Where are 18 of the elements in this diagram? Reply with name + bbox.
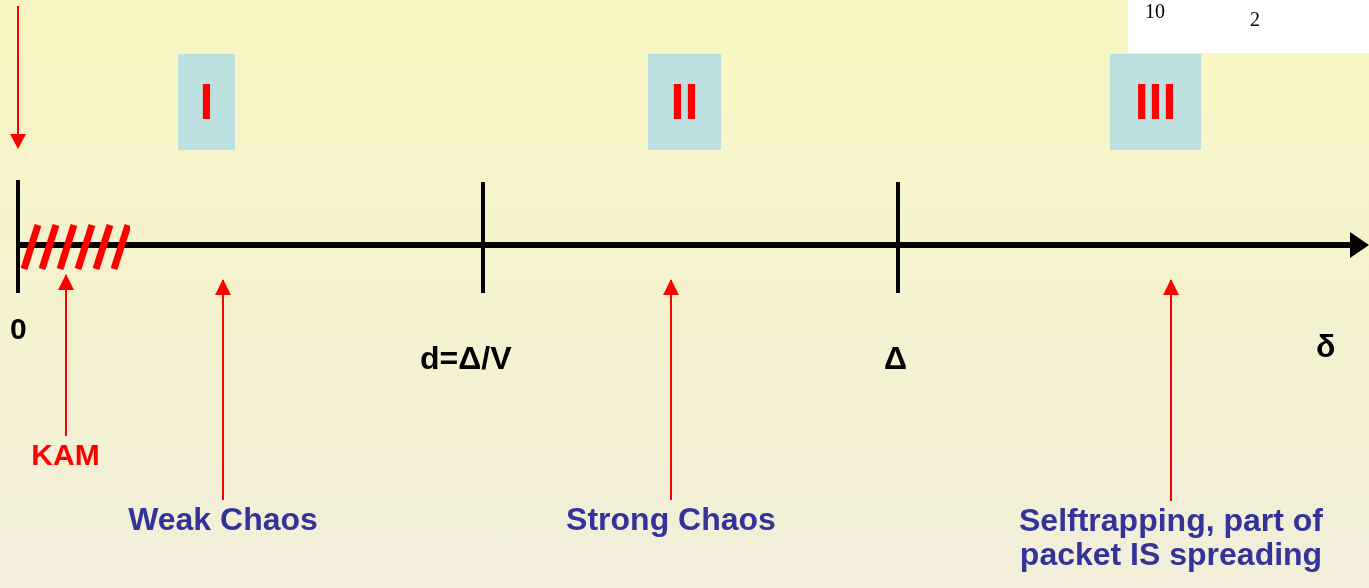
- region-label: KAM: [18, 438, 113, 476]
- arrow: [1163, 279, 1179, 502]
- arrow: [215, 279, 231, 501]
- hatched-region: [20, 223, 130, 271]
- axis-label: Δ: [884, 340, 907, 377]
- arrow: [663, 279, 679, 501]
- axis-label: 0: [10, 312, 27, 346]
- axis-label: d=Δ/V: [420, 340, 512, 377]
- region-number-box: II: [648, 54, 721, 150]
- region-label: Weak Chaos: [100, 502, 346, 538]
- region-label: Selftrapping, part of packet IS spreading: [985, 503, 1357, 585]
- region-label: Strong Chaos: [540, 502, 802, 538]
- formula-text: 10: [1145, 0, 1165, 23]
- axis-label: δ: [1316, 328, 1336, 365]
- formula-text: 2: [1250, 8, 1260, 31]
- region-number-box: III: [1110, 54, 1201, 150]
- arrow: [58, 274, 74, 437]
- region-number-box: I: [178, 54, 235, 150]
